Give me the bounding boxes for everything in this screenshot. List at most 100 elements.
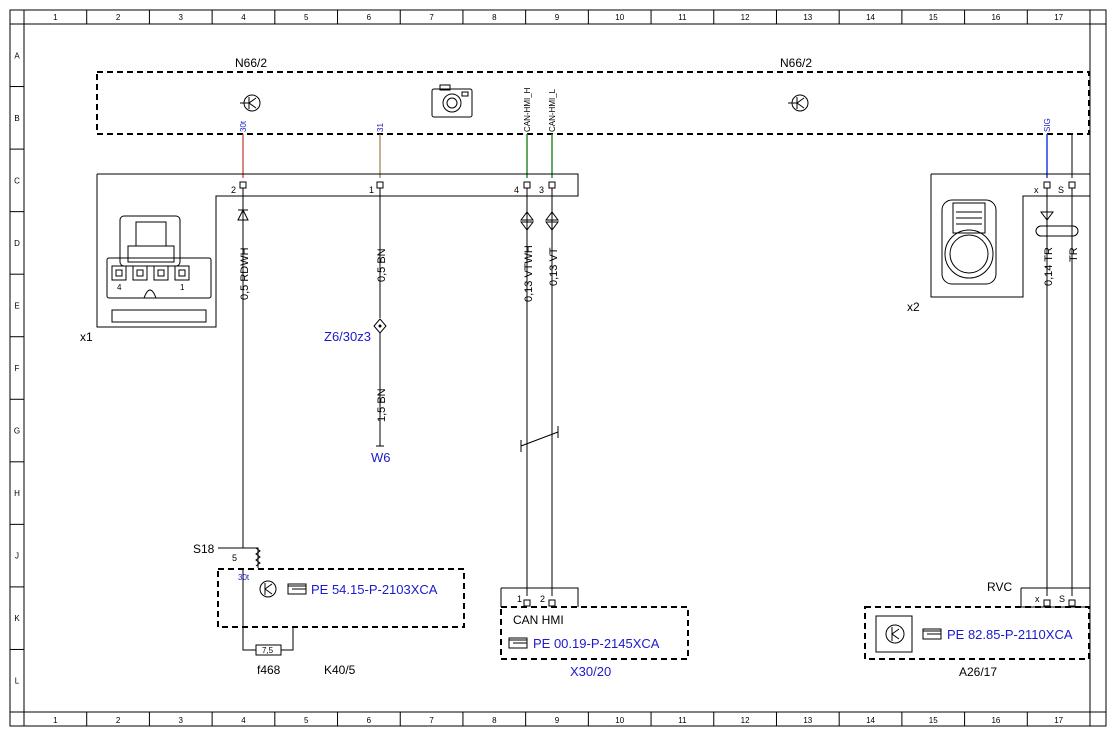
resistor-icon: [255, 547, 261, 567]
electronic-symbol-icon: [885, 624, 905, 644]
plug-pin-1: 1: [180, 283, 185, 292]
reference-hand-icon: [922, 628, 942, 640]
grid-row-label: C: [14, 176, 20, 185]
grid-column-label: 1: [53, 716, 58, 725]
grid-column-label: 13: [803, 13, 812, 22]
grid-column-label: 15: [929, 716, 938, 725]
grid-column-label: 9: [555, 716, 560, 725]
wire-label-rdwh: 0,5 RDWH: [239, 247, 251, 300]
a26-pin-s: S: [1059, 594, 1065, 604]
fuse-wiring: [242, 628, 294, 651]
grid-column-label: 3: [179, 13, 184, 22]
grid-column-label: 11: [678, 13, 687, 22]
signal-sig: SIG: [1043, 118, 1052, 132]
grid-column-label: 17: [1054, 716, 1063, 725]
x2-pin-s: S: [1058, 185, 1064, 195]
grid-column-label: 16: [991, 13, 1000, 22]
grid-column-label: 16: [991, 716, 1000, 725]
electronic-symbol-icon: [788, 94, 809, 112]
pin-terminal: [548, 599, 556, 607]
grid-column-label: 12: [741, 13, 750, 22]
grid-row-label: K: [14, 614, 20, 623]
a26-connector-outline: [1020, 587, 1090, 608]
grid-row-label: G: [14, 427, 20, 436]
wire-label-tr014: 0,14 TR: [1043, 247, 1055, 286]
ground-w6-label: W6: [371, 450, 391, 465]
plug-pin-4: 4: [117, 283, 122, 292]
x30-connector-outline: [500, 587, 579, 607]
n66-label-right: N66/2: [780, 56, 812, 70]
grid-column-label: 9: [555, 13, 560, 22]
grid-column-label: 2: [116, 716, 121, 725]
grid-row-label: L: [15, 677, 20, 686]
grid-row-label: A: [14, 51, 20, 60]
grid-row-label: J: [15, 552, 19, 561]
reference-hand-icon: [508, 637, 528, 649]
pin-terminal: [523, 599, 531, 607]
grid-column-label: 3: [179, 716, 184, 725]
x1-pin-1: 1: [369, 185, 374, 195]
k40-label: K40/5: [324, 663, 356, 677]
twisted-pair-icon: [520, 426, 559, 452]
grid-column-label: 13: [803, 716, 812, 725]
wire-arrow-icon: [1040, 211, 1054, 221]
a26-reference-link[interactable]: PE 82.85-P-2110XCA: [947, 627, 1073, 642]
fuse-f468: [255, 644, 282, 656]
x1-pin-3: 3: [539, 185, 544, 195]
grid-column-label: 10: [615, 716, 624, 725]
pin-terminal: [548, 181, 556, 189]
column-grid: 1122334455667788991010111112121313141415…: [53, 10, 1064, 726]
grid-column-label: 6: [367, 716, 372, 725]
wire-label-bn05: 0,5 BN: [376, 248, 388, 282]
s18-pin-5: 5: [232, 553, 237, 563]
a26-label: A26/17: [959, 665, 997, 679]
pin-terminal: [376, 181, 384, 189]
grid-row-label: B: [14, 114, 19, 123]
wire-arrow-icon: [237, 208, 249, 221]
connector-x2-outline: [930, 173, 1090, 298]
pin-terminal: [1068, 181, 1076, 189]
grid-column-label: 7: [429, 13, 434, 22]
k40-reference-link[interactable]: PE 54.15-P-2103XCA: [311, 582, 438, 597]
signal-can-h: CAN-HMI_H: [523, 87, 532, 132]
wire-label-tr: TR: [1068, 247, 1080, 262]
grid-column-label: 14: [866, 716, 875, 725]
fuse-value: 7,5: [262, 646, 274, 655]
electronic-symbol-icon: [259, 580, 277, 598]
grid-column-label: 2: [116, 13, 121, 22]
rvc-label: RVC: [987, 580, 1012, 594]
s18-outline: [218, 547, 259, 568]
bidirectional-arrow-icon: [520, 211, 559, 231]
grid-column-label: 8: [492, 13, 497, 22]
n66-component-box: [96, 71, 1090, 135]
connector-x1-outline: [96, 173, 579, 328]
pin-terminal: [1043, 599, 1051, 607]
camera-unit-icon: [875, 615, 913, 653]
grid-column-label: 4: [241, 716, 246, 725]
pin-terminal: [239, 181, 247, 189]
connector-x2-label: x2: [907, 300, 920, 314]
pin-terminal: [523, 181, 531, 189]
grid-column-label: 5: [304, 13, 309, 22]
k40-component-box: [217, 568, 465, 628]
can-hmi-label: CAN HMI: [513, 613, 564, 627]
x30-component-box: [500, 606, 689, 660]
electronic-symbol-icon: [240, 94, 261, 112]
signal-31: 31: [376, 123, 385, 132]
plug-icon: [106, 215, 212, 323]
grid-row-label: E: [14, 301, 19, 310]
wire-label-vt: 0,13 VT: [548, 247, 560, 286]
x30-reference-link[interactable]: PE 00.19-P-2145XCA: [533, 636, 660, 651]
grid-column-label: 6: [367, 13, 372, 22]
reference-hand-icon: [287, 583, 307, 595]
grid-column-label: 5: [304, 716, 309, 725]
grid-column-label: 14: [866, 13, 875, 22]
a26-pin-x: x: [1035, 594, 1040, 604]
round-plug-icon: [941, 199, 997, 285]
a26-component-box: [864, 606, 1090, 660]
grid-column-label: 8: [492, 716, 497, 725]
signal-30t: 30t: [239, 120, 248, 132]
x2-pin-x: x: [1034, 185, 1039, 195]
wire-label-bn15: 1,5 BN: [376, 388, 388, 422]
